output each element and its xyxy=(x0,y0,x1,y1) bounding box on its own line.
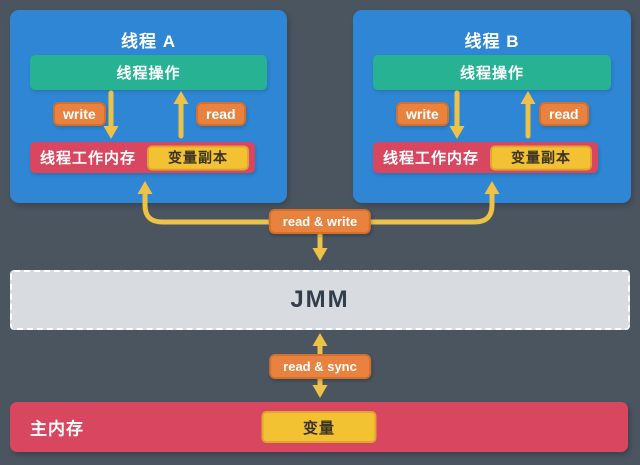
thread-b-operation-bar: 线程操作 xyxy=(373,55,611,90)
thread-a-panel: 线程 A 线程操作 write read 线程工作内存 变量副本 xyxy=(10,10,287,203)
thread-b-operation-label: 线程操作 xyxy=(459,65,524,82)
thread-a-write-badge: write xyxy=(53,102,106,126)
jmm-label: JMM xyxy=(290,286,350,313)
thread-a-working-memory-label: 线程工作内存 xyxy=(40,150,137,167)
thread-b-working-memory-label: 线程工作内存 xyxy=(383,150,480,167)
read-write-badge: read & write xyxy=(268,209,372,234)
merge-arrow-to-thread-a xyxy=(137,181,323,225)
thread-b-panel: 线程 B 线程操作 write read 线程工作内存 变量副本 xyxy=(353,10,631,203)
main-memory-bar: 主内存 变量 xyxy=(10,402,628,452)
thread-b-variable-copy-box: 变量副本 xyxy=(490,145,592,170)
merge-arrow-to-thread-b xyxy=(317,181,500,225)
jmm-box: JMM xyxy=(10,270,630,330)
read-sync-badge: read & sync xyxy=(269,354,371,379)
thread-a-read-badge: read xyxy=(196,102,246,126)
thread-a-operation-label: 线程操作 xyxy=(116,65,181,82)
thread-a-variable-copy-box: 变量副本 xyxy=(147,145,249,170)
thread-a-title: 线程 A xyxy=(121,32,176,51)
thread-b-read-badge: read xyxy=(539,102,589,126)
thread-b-title: 线程 B xyxy=(464,32,520,51)
thread-b-write-badge: write xyxy=(396,102,449,126)
main-memory-variable-box: 变量 xyxy=(261,411,377,443)
thread-b-working-memory-bar: 线程工作内存 变量副本 xyxy=(373,142,598,173)
main-memory-label: 主内存 xyxy=(30,419,84,439)
thread-a-working-memory-bar: 线程工作内存 变量副本 xyxy=(30,142,255,173)
thread-a-operation-bar: 线程操作 xyxy=(30,55,267,90)
